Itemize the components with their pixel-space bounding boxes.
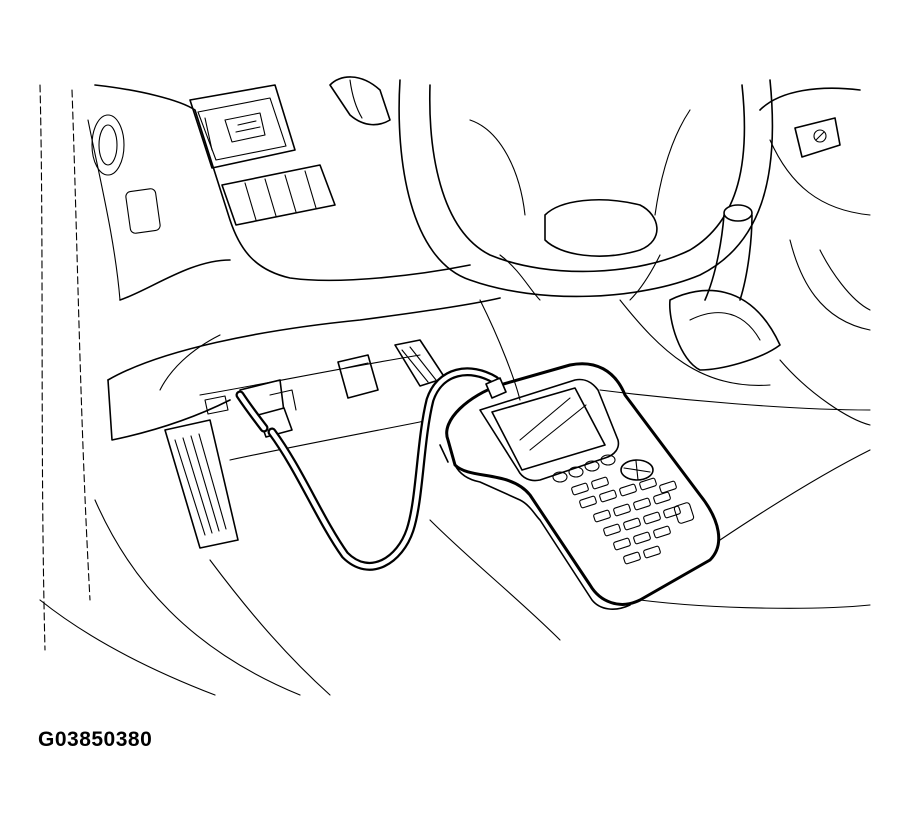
gear-shifter-icon xyxy=(619,87,871,426)
figure-code: G03850380 xyxy=(38,728,153,751)
car-interior-scan-tool-illustration xyxy=(39,76,871,696)
switch-panel xyxy=(221,164,336,226)
door-frame xyxy=(39,84,301,696)
keypad xyxy=(571,476,695,565)
center-air-vent xyxy=(189,84,296,169)
dashboard xyxy=(87,84,501,441)
floor-console xyxy=(209,299,871,696)
scan-tool-cable xyxy=(235,367,500,571)
pedals-icon xyxy=(164,339,446,549)
steering-wheel-icon xyxy=(329,76,774,301)
handheld-scan-tool-icon xyxy=(439,362,721,610)
